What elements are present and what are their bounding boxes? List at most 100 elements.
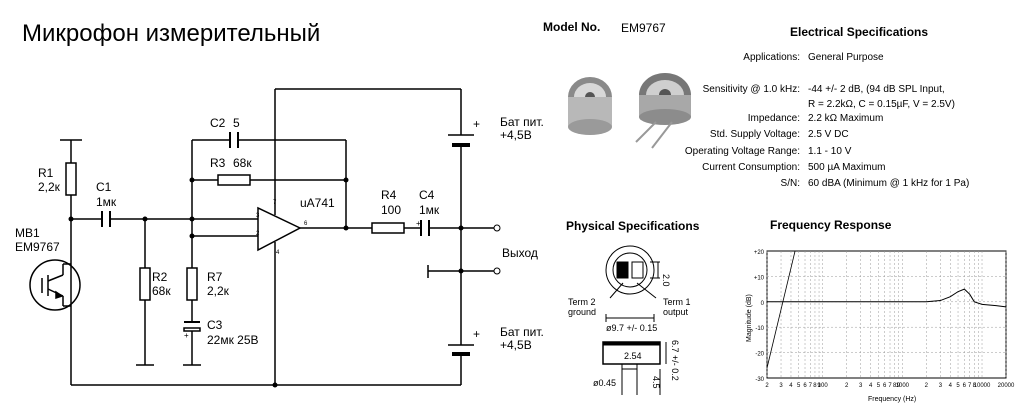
spec-label: Impedance: [747, 113, 800, 124]
output-terminal-bottom [493, 267, 501, 275]
x-tick-label: 3 [779, 383, 783, 389]
pin-3: 3 [256, 213, 260, 219]
spec-value: 60 dBA (Minimum @ 1 kHz for 1 Pa) [808, 178, 970, 189]
opamp-ref: uA741 [300, 196, 335, 210]
r3-ref: R3 [210, 156, 226, 170]
spec-value: 1.1 - 10 V [808, 146, 852, 157]
model-value: EM9767 [621, 21, 666, 35]
page-title: Микрофон измерительный [22, 20, 321, 47]
x-tick-label: 6 [883, 383, 887, 389]
pin-dia-label: ø0.45 [593, 378, 616, 388]
physical-heading: Physical Specifications [566, 219, 700, 233]
pin-7: 7 [273, 200, 277, 206]
x-tick-label: 100 [818, 383, 829, 389]
freq-xlabel: Frequency (Hz) [868, 396, 916, 403]
r3-resistor [217, 174, 251, 186]
spec-value: General Purpose [808, 52, 884, 63]
r1-val: 2,2к [38, 180, 61, 194]
battery-top [448, 134, 474, 147]
x-tick-label: 4 [789, 383, 793, 389]
electrical-heading: Electrical Specifications [790, 25, 929, 39]
c2-val: 5 [233, 116, 240, 130]
c1-capacitor [101, 211, 111, 227]
spec-value: 2.2 kΩ Maximum [808, 113, 884, 124]
spec-value: 2.5 V DC [808, 129, 849, 140]
y-tick-label: -20 [755, 352, 764, 358]
y-tick-label: +20 [754, 250, 765, 256]
ground-label: ground [568, 307, 596, 317]
x-tick-label: 7 [809, 383, 813, 389]
microphone-photo [568, 73, 691, 149]
series-line [767, 288, 1007, 308]
c2-ref: C2 [210, 116, 226, 130]
battery-top-name: Бат пит. [500, 115, 544, 129]
opamp-symbol [257, 206, 302, 252]
c3-ref: C3 [207, 318, 223, 332]
rolloff-line [766, 250, 796, 369]
term2-label: Term 2 [568, 297, 596, 307]
spec-label: Std. Supply Voltage: [709, 129, 800, 140]
physical-drawing [602, 245, 667, 395]
c4-plus: + [416, 219, 421, 228]
x-tick-label: 9 [897, 383, 901, 389]
freq-heading: Frequency Response [770, 218, 892, 232]
chart-frame [766, 250, 1007, 379]
pin-6: 6 [304, 221, 308, 227]
c2-capacitor [229, 132, 239, 148]
r4-val: 100 [381, 203, 401, 217]
x-tick-label: 8 [893, 383, 897, 389]
x-tick-label: 7 [968, 383, 972, 389]
r7-val: 2,2к [207, 284, 230, 298]
c4-val: 1мк [419, 203, 440, 217]
output-term-label: output [663, 307, 689, 317]
c4-capacitor [420, 220, 430, 236]
model-label: Model No. [543, 20, 601, 34]
r3-val: 68к [233, 156, 252, 170]
x-tick-label: 7 [888, 383, 892, 389]
r1-resistor [65, 162, 77, 196]
pin-2: 2 [256, 231, 260, 237]
spec-value: -44 +/- 2 dB, (94 dB SPL Input, [808, 84, 945, 95]
x-tick-label: 5 [956, 383, 960, 389]
x-tick-label: 9 [817, 383, 821, 389]
freq-ylabel: Magnitude (dB) [746, 294, 753, 342]
r4-ref: R4 [381, 188, 397, 202]
spec-label: Operating Voltage Range: [684, 146, 800, 157]
y-tick-label: -10 [755, 326, 764, 332]
x-tick-label: 8 [973, 383, 977, 389]
x-tick-label: 6 [803, 383, 807, 389]
spec-label: Applications: [743, 52, 800, 63]
x-tick-label: 4 [949, 383, 953, 389]
r2-resistor [139, 267, 151, 301]
battery-top-voltage: +4,5В [500, 128, 532, 142]
pitch-label: 2.54 [624, 351, 642, 361]
x-tick-label: 1000 [896, 383, 910, 389]
h20-label: 2.0 [661, 274, 671, 287]
battery-bottom-plus: + [473, 327, 480, 341]
pin-4: 4 [276, 250, 280, 256]
c3-capacitor [183, 321, 201, 332]
battery-bottom [448, 344, 474, 356]
r7-resistor [186, 267, 198, 301]
battery-bottom-voltage: +4,5В [500, 338, 532, 352]
battery-bottom-name: Бат пит. [500, 325, 544, 339]
x-tick-label: 2 [765, 383, 769, 389]
schematic-wires [60, 88, 495, 386]
y-tick-label: 0 [761, 301, 765, 307]
output-terminal-top [493, 224, 501, 232]
x-tick-label: 20000 [998, 383, 1015, 389]
y-tick-label: +10 [754, 275, 765, 281]
x-tick-label: 2 [845, 383, 849, 389]
battery-top-plus: + [473, 117, 480, 131]
x-tick-label: 3 [939, 383, 943, 389]
term1-label: Term 1 [663, 297, 691, 307]
x-tick-label: 2 [925, 383, 929, 389]
x-tick-label: 5 [797, 383, 801, 389]
output-label: Выход [502, 246, 538, 260]
r2-ref: R2 [152, 270, 168, 284]
r2-val: 68к [152, 284, 171, 298]
x-tick-label: 8 [813, 383, 817, 389]
x-tick-label: 6 [963, 383, 967, 389]
